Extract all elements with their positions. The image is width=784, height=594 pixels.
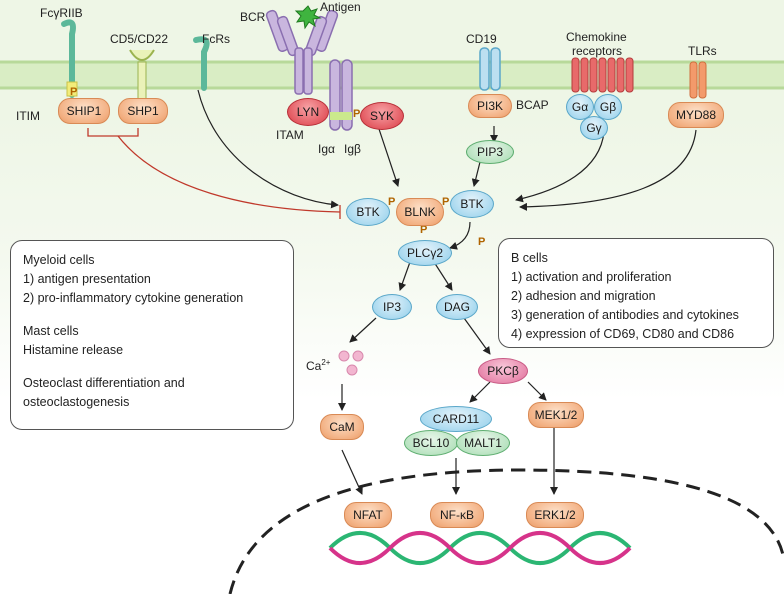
phospho-itam: P bbox=[353, 108, 361, 120]
tlr-receptor bbox=[689, 61, 707, 99]
chemokine-label-line2: receptors bbox=[572, 44, 623, 58]
left-box-line: 1) antigen presentation bbox=[23, 272, 151, 286]
phospho-fcgriib: P bbox=[70, 86, 78, 98]
right-box-line: 2) adhesion and migration bbox=[511, 289, 656, 303]
phospho-blnk-right: P bbox=[442, 196, 450, 208]
btk-right-node: BTK bbox=[450, 190, 494, 218]
fcrs-label: FcRs bbox=[202, 32, 230, 46]
antigen-icon bbox=[294, 5, 322, 30]
itam-motif bbox=[330, 112, 352, 120]
cd19-receptor bbox=[479, 47, 501, 91]
fcgriib-receptor bbox=[61, 19, 78, 98]
itim-label: ITIM bbox=[16, 109, 40, 123]
myd88-node: MYD88 bbox=[668, 102, 724, 128]
nucleus-membrane bbox=[228, 468, 784, 594]
antigen-label: Antigen bbox=[320, 0, 361, 14]
right-box-line: B cells bbox=[511, 251, 548, 265]
inhibition-lines bbox=[87, 128, 341, 219]
left-box-line: Histamine release bbox=[23, 343, 124, 357]
pip3-node: PIP3 bbox=[466, 140, 514, 164]
right-box-line: 4) expression of CD69, CD80 and CD86 bbox=[511, 327, 735, 341]
card11-node: CARD11 bbox=[420, 406, 492, 432]
left-box-line: 2) pro-inflammatory cytokine generation bbox=[23, 291, 244, 305]
dna-strand-green bbox=[328, 531, 632, 565]
phospho-btk-blnk: P bbox=[388, 196, 396, 208]
pi3k-node: PI3K bbox=[468, 94, 512, 118]
left-box-line: Myeloid cells bbox=[23, 253, 95, 267]
left-box-lines: Myeloid cells 1) antigen presentation 2) p… bbox=[23, 251, 281, 412]
cd5cd22-receptor bbox=[129, 49, 155, 101]
chemokine-label-line1: Chemokine bbox=[566, 30, 627, 44]
right-box-lines: B cells 1) activation and proliferation 2)… bbox=[511, 249, 761, 344]
cell-membrane bbox=[0, 60, 784, 90]
ip3-node: IP3 bbox=[372, 294, 412, 320]
bcr-label: BCR bbox=[240, 10, 266, 24]
syk-node: SYK bbox=[360, 102, 404, 130]
left-box-line: osteoclastogenesis bbox=[23, 395, 130, 409]
tlrs-label: TLRs bbox=[688, 44, 717, 58]
malt1-node: MALT1 bbox=[456, 430, 510, 456]
igb-label: Igβ bbox=[344, 142, 361, 156]
bcl10-node: BCL10 bbox=[404, 430, 458, 456]
itam-label: ITAM bbox=[276, 128, 304, 142]
b-cell-functions-box: B cells 1) activation and proliferation 2)… bbox=[498, 238, 774, 348]
fcgriib-label: FcγRIIB bbox=[40, 6, 83, 20]
myeloid-mast-osteoclast-box: Myeloid cells 1) antigen presentation 2) p… bbox=[10, 240, 294, 430]
ship1-node: SHIP1 bbox=[58, 98, 110, 124]
blnk-node: BLNK bbox=[396, 198, 444, 226]
dna-strand-magenta bbox=[328, 531, 632, 565]
left-box-line: Osteoclast differentiation and bbox=[23, 376, 185, 390]
right-box-line: 1) activation and proliferation bbox=[511, 270, 672, 284]
phospho-plcg2: P bbox=[478, 236, 486, 248]
nfat-node: NFAT bbox=[344, 502, 392, 528]
lyn-node: LYN bbox=[287, 98, 329, 126]
left-box-spacer bbox=[23, 360, 281, 374]
cd5cd22-label: CD5/CD22 bbox=[110, 32, 169, 46]
gbeta-node: Gβ bbox=[594, 94, 622, 120]
galpha-node: Gα bbox=[566, 94, 594, 120]
plcg2-node: PLCγ2 bbox=[398, 240, 452, 266]
mek12-node: MEK1/2 bbox=[528, 402, 584, 428]
bcap-label: BCAP bbox=[516, 98, 549, 112]
nfkb-node: NF-κB bbox=[430, 502, 484, 528]
cd19-label: CD19 bbox=[466, 32, 497, 46]
chemokine-receptor bbox=[571, 57, 634, 93]
ggamma-node: Gγ bbox=[580, 116, 608, 140]
left-box-line: Mast cells bbox=[23, 324, 79, 338]
activation-arrows bbox=[197, 89, 697, 495]
calcium-label: Ca2+ bbox=[306, 358, 331, 373]
pkcb-node: PKCβ bbox=[478, 358, 528, 384]
cam-node: CaM bbox=[320, 414, 364, 440]
fcrs-receptor bbox=[193, 36, 210, 91]
shp1-node: SHP1 bbox=[118, 98, 168, 124]
right-box-line: 3) generation of antibodies and cytokine… bbox=[511, 308, 739, 322]
btk-left-node: BTK bbox=[346, 198, 390, 226]
iga-label: Igα bbox=[318, 142, 335, 156]
left-box-spacer bbox=[23, 308, 281, 322]
phospho-blnk-bottom: P bbox=[420, 224, 428, 236]
dag-node: DAG bbox=[436, 294, 478, 320]
erk12-node: ERK1/2 bbox=[526, 502, 584, 528]
calcium-ions bbox=[338, 350, 364, 376]
